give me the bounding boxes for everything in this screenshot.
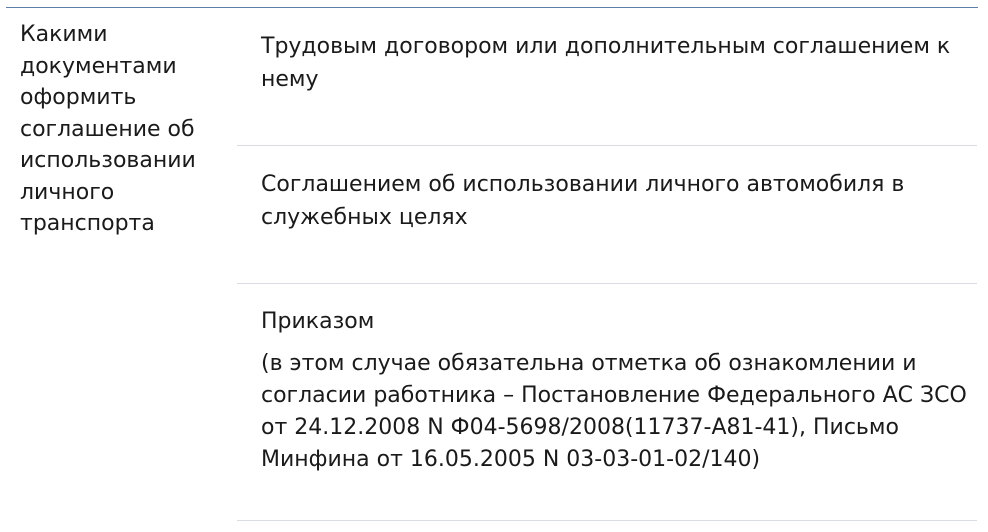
answer-text: Трудовым договором или дополнительным со…	[261, 34, 951, 92]
answer-row-order: Приказом (в этом случае обязательна отме…	[237, 284, 977, 521]
answer-text: Приказом	[261, 309, 375, 334]
answer-note: (в этом случае обязательна отметка об оз…	[261, 351, 967, 472]
answers-column: Трудовым договором или дополнительным со…	[237, 8, 977, 521]
question-text: Какими документами оформить соглашение о…	[20, 22, 196, 236]
top-divider	[6, 7, 978, 8]
answer-row-employment-contract: Трудовым договором или дополнительным со…	[237, 8, 977, 146]
question-cell: Какими документами оформить соглашение о…	[20, 19, 225, 240]
answer-text: Соглашением об использовании личного авт…	[261, 172, 905, 230]
answer-row-car-agreement: Соглашением об использовании личного авт…	[237, 146, 977, 284]
